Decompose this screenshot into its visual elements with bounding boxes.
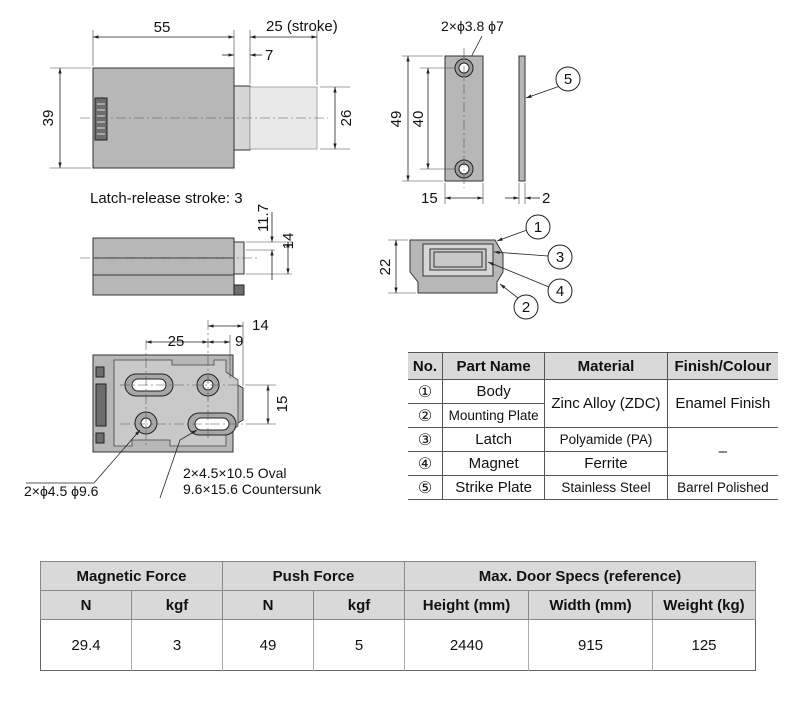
mounting-tab xyxy=(94,97,108,141)
table-row: ⑤ Strike Plate Stainless Steel Barrel Po… xyxy=(408,475,778,500)
svg-text:1: 1 xyxy=(534,219,542,236)
header-finish: Finish/Colour xyxy=(666,352,778,380)
value-push-n: 49 xyxy=(222,619,314,671)
bottom-dim-c: 14 xyxy=(252,317,269,334)
spec-subheader-row: N kgf N kgf Height (mm) Width (mm) Weigh… xyxy=(40,590,756,620)
table-row: ④ Magnet Ferrite xyxy=(408,451,778,476)
strike-dim-thickness: 2 xyxy=(542,190,550,207)
strike-plate-views: 2×ϕ3.8 ϕ7 49 40 15 2 5 xyxy=(388,18,581,207)
bottom-tab xyxy=(95,383,107,427)
callout-3: 3 xyxy=(547,244,573,270)
header-material: Material xyxy=(544,352,668,380)
part-material: Ferrite xyxy=(544,451,668,476)
callout-2: 2 xyxy=(513,294,539,320)
part-no: ④ xyxy=(408,451,443,476)
svg-text:3: 3 xyxy=(556,249,564,266)
part-finish: – xyxy=(666,427,778,476)
subheader-height: Height (mm) xyxy=(404,590,529,620)
group-push-force: Push Force xyxy=(222,561,405,591)
callout-4: 4 xyxy=(547,278,573,304)
part-name: Latch xyxy=(441,427,546,452)
subheader-n: N xyxy=(40,590,132,620)
strike-dim-width: 15 xyxy=(421,190,438,207)
part-name: Magnet xyxy=(441,451,546,476)
value-door-weight: 125 xyxy=(691,636,717,654)
svg-text:2: 2 xyxy=(522,299,530,316)
header-part-name: Part Name xyxy=(441,352,546,380)
side-dim-b: 14 xyxy=(280,233,297,250)
dim-stroke: 25 (stroke) xyxy=(266,18,338,35)
table-row: ① Body Zinc Alloy (ZDC) Enamel Finish xyxy=(408,379,778,428)
part-finish: Enamel Finish xyxy=(666,379,778,428)
bottom-dim-a: 25 xyxy=(168,333,185,350)
subheader-n: N xyxy=(222,590,314,620)
side-view: Latch-release stroke: 3 11.7 14 xyxy=(80,190,297,296)
value-door-width: 915 xyxy=(528,619,653,671)
table-row: ③ Latch Polyamide (PA) – xyxy=(408,427,778,476)
strike-dim-outer: 49 xyxy=(388,111,405,128)
oval-note-1: 2×4.5×10.5 Oval xyxy=(183,465,287,481)
subheader-kgf: kgf xyxy=(313,590,405,620)
parts-table: No. Part Name Material Finish/Colour ① B… xyxy=(408,352,778,500)
strike-plate-profile xyxy=(518,55,526,182)
header-no: No. xyxy=(408,352,443,380)
part-name: Mounting Plate xyxy=(441,403,545,428)
group-door-specs: Max. Door Specs (reference) xyxy=(404,561,756,591)
dim-length: 55 xyxy=(154,19,171,36)
spec-group-row: Magnetic Force Push Force Max. Door Spec… xyxy=(40,561,756,591)
front-view: 22 1 3 4 2 xyxy=(377,214,573,320)
value-push-kgf: 5 xyxy=(313,619,405,671)
side-dim-a: 11.7 xyxy=(255,204,272,232)
side-tab xyxy=(233,284,245,296)
part-finish: Barrel Polished xyxy=(666,475,778,500)
dim-offset: 7 xyxy=(265,47,273,64)
part-name: Strike Plate xyxy=(441,475,546,500)
dim-height: 39 xyxy=(40,110,57,127)
release-stroke-note: Latch-release stroke: 3 xyxy=(90,190,243,207)
part-material: Zinc Alloy (ZDC) xyxy=(544,379,668,428)
value-door-height: 2440 xyxy=(404,619,529,671)
value-magnetic-n: 29.4 xyxy=(40,619,132,671)
strike-dim-inner: 40 xyxy=(410,111,427,128)
front-dim-height: 22 xyxy=(377,259,394,276)
subheader-weight: Weight (kg) xyxy=(652,590,756,620)
part-material: Polyamide (PA) xyxy=(544,427,668,452)
part-no: ① xyxy=(408,379,443,404)
value-magnetic-kgf: 3 xyxy=(131,619,223,671)
side-body xyxy=(92,237,235,296)
bottom-dim-d: 15 xyxy=(274,396,291,413)
parts-header-row: No. Part Name Material Finish/Colour xyxy=(408,352,778,380)
spec-value-row: 29.4 3 49 5 2440 915 125 xyxy=(40,619,756,671)
dim-plunger: 26 xyxy=(338,110,355,127)
part-material: Stainless Steel xyxy=(544,475,668,500)
part-no: ③ xyxy=(408,427,443,452)
oval-note-2: 9.6×15.6 Countersunk xyxy=(183,481,322,497)
strike-hole-note: 2×ϕ3.8 ϕ7 xyxy=(441,18,504,34)
top-view: 55 25 (stroke) 7 39 26 xyxy=(40,18,355,169)
bottom-view: 25 9 14 15 2×ϕ4.5 ϕ9.6 2×4.5×10.5 Oval 9… xyxy=(24,317,322,499)
callout-1: 1 xyxy=(525,214,551,240)
subheader-kgf: kgf xyxy=(131,590,223,620)
svg-text:5: 5 xyxy=(564,71,572,88)
part-name: Body xyxy=(441,379,546,404)
spec-table: Magnetic Force Push Force Max. Door Spec… xyxy=(40,561,756,671)
part-no: ② xyxy=(408,403,443,428)
callout-5: 5 xyxy=(555,66,581,92)
group-magnetic-force: Magnetic Force xyxy=(40,561,223,591)
subheader-width: Width (mm) xyxy=(528,590,653,620)
front-magnet xyxy=(429,248,487,271)
bottom-dim-b: 9 xyxy=(235,333,243,350)
part-no: ⑤ xyxy=(408,475,443,500)
bottom-hole-note: 2×ϕ4.5 ϕ9.6 xyxy=(24,483,99,499)
svg-text:4: 4 xyxy=(556,283,564,300)
